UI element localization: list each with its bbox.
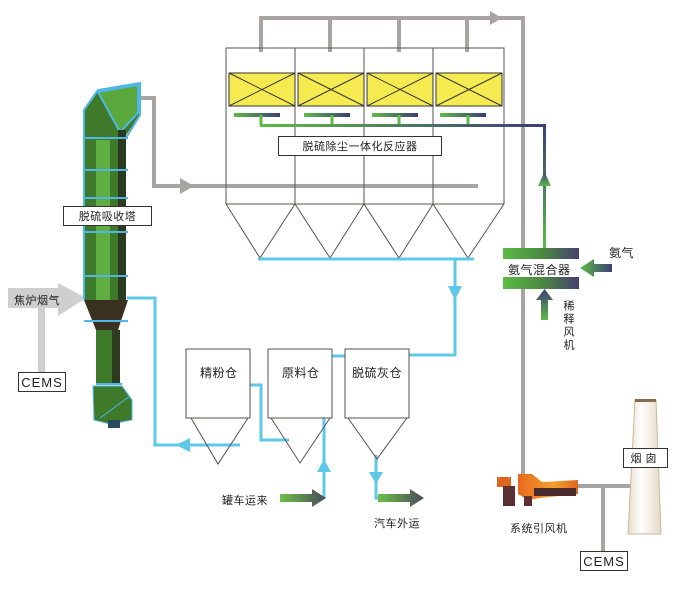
outlet-cems-box: CEMS bbox=[580, 551, 628, 571]
flow-arrow-icon bbox=[180, 178, 194, 194]
ammonia-inlet-arrow-icon bbox=[580, 259, 612, 277]
coke-flue-gas-arrow-icon bbox=[8, 283, 86, 316]
induced-draft-fan-label: 系统引风机 bbox=[510, 522, 568, 535]
truck-outbound-label: 汽车外运 bbox=[374, 517, 420, 530]
flow-arrow-icon bbox=[490, 11, 502, 25]
ash-silo-label: 脱硫灰仓 bbox=[352, 366, 403, 380]
dilution-air-arrow-icon bbox=[536, 289, 553, 320]
tanker-delivery-label: 罐车运来 bbox=[222, 494, 268, 507]
flow-arrow-icon bbox=[538, 172, 551, 186]
truck-outbound-arrow-icon bbox=[378, 489, 424, 507]
absorber-tower-label: 脱硫吸收塔 bbox=[63, 206, 152, 226]
ammonia-mixer bbox=[503, 248, 579, 289]
ammonia-injection-grid bbox=[234, 113, 551, 248]
ammonia-supply-riser bbox=[543, 126, 546, 248]
absorber-tower bbox=[83, 81, 141, 428]
fine-powder-silo-body bbox=[185, 348, 251, 419]
fine-powder-silo-label: 精粉仓 bbox=[200, 366, 238, 380]
tanker-arrow-icon bbox=[280, 489, 326, 507]
inlet-cems-tap bbox=[38, 308, 45, 372]
ammonia-input-label: 氨气 bbox=[609, 246, 635, 260]
ammonia-mixer-label: 氨气混合器 bbox=[508, 263, 571, 277]
chimney-label: 烟囱 bbox=[623, 448, 668, 468]
flow-arrow-icon bbox=[176, 438, 190, 452]
catalyst-module bbox=[435, 72, 503, 107]
raw-material-silo-hopper bbox=[270, 417, 331, 464]
ash-silo-hopper bbox=[347, 417, 408, 460]
silos bbox=[185, 348, 410, 465]
powder-to-raw-pipe bbox=[249, 383, 289, 442]
catalyst-module bbox=[366, 72, 434, 107]
tower-to-reactor-pipe bbox=[141, 96, 478, 188]
absorber-return-pipe bbox=[127, 296, 240, 447]
flow-arrow-icon bbox=[448, 286, 462, 300]
raw-material-silo-label: 原料仓 bbox=[282, 366, 320, 380]
induced-draft-fan bbox=[497, 474, 578, 506]
chimney-cap bbox=[635, 399, 656, 402]
fine-powder-silo-hopper bbox=[190, 417, 249, 465]
catalyst-modules bbox=[228, 72, 503, 107]
coke-flue-gas-label: 焦炉烟气 bbox=[14, 294, 60, 307]
reactor-hoppers bbox=[225, 203, 505, 259]
dilution-fan-label: 稀释风机 bbox=[562, 300, 575, 352]
flow-arrow-icon bbox=[369, 472, 383, 484]
flow-arrow-icon bbox=[317, 459, 331, 472]
raw-material-silo-body bbox=[267, 348, 333, 419]
catalyst-module bbox=[228, 72, 296, 107]
inlet-cems-box: CEMS bbox=[18, 372, 66, 392]
ash-silo-body bbox=[344, 348, 410, 419]
ash-to-silo-pipe bbox=[408, 259, 457, 357]
reactor-label: 脱硫除尘一体化反应器 bbox=[278, 136, 442, 156]
catalyst-module bbox=[297, 72, 365, 107]
